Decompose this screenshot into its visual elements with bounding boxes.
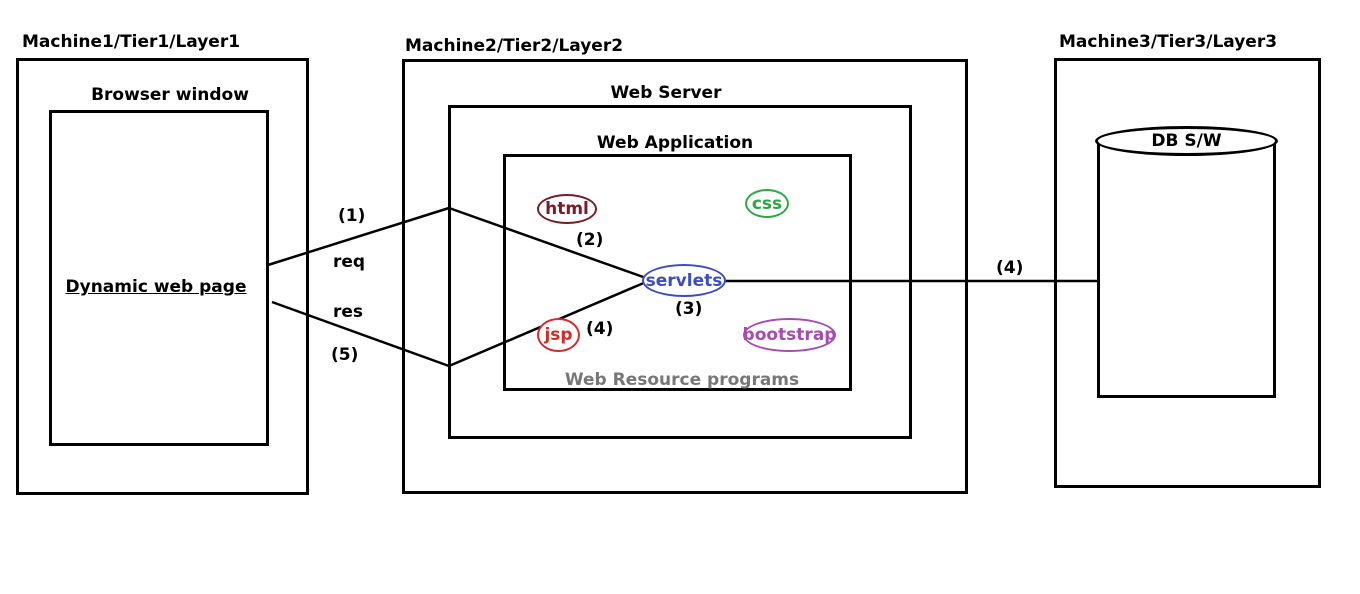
step1-label: (1): [338, 206, 366, 226]
css-resource: css: [745, 189, 789, 218]
machine2-box: [402, 59, 968, 494]
step4-db-label: (4): [996, 258, 1024, 278]
step4-jsp-label: (4): [586, 319, 614, 339]
step2-label: (2): [576, 230, 604, 250]
dynamic-web-page-label: Dynamic web page: [65, 277, 247, 297]
step5-label: (5): [331, 345, 359, 365]
web-application-box: [503, 154, 852, 391]
web-resource-programs-caption: Web Resource programs: [564, 370, 800, 390]
db-cylinder-body: [1097, 139, 1276, 398]
machine3-title: Machine3/Tier3/Layer3: [1059, 32, 1278, 52]
request-line: [267, 206, 450, 267]
db-label: DB S/W: [1151, 131, 1222, 151]
machine1-title: Machine1/Tier1/Layer1: [22, 32, 241, 52]
response-line: [271, 300, 450, 368]
browser-window-title: Browser window: [91, 85, 249, 105]
web-server-box: [448, 105, 912, 439]
step3-label: (3): [675, 299, 703, 319]
bootstrap-resource: bootstrap: [743, 318, 836, 352]
req-label: req: [333, 252, 366, 272]
machine2-title: Machine2/Tier2/Layer2: [405, 36, 624, 56]
html-resource: html: [537, 194, 597, 224]
jsp-resource: jsp: [537, 318, 580, 352]
machine3-box: [1054, 58, 1321, 488]
db-cylinder-top: DB S/W: [1095, 126, 1278, 156]
res-label: res: [333, 302, 364, 322]
web-server-title: Web Server: [610, 83, 722, 103]
web-application-title: Web Application: [596, 133, 754, 153]
machine1-box: [16, 58, 309, 495]
request-to-servlet-line: [448, 206, 647, 280]
browser-window-box: [49, 110, 269, 446]
servlets-resource: servlets: [642, 264, 726, 297]
